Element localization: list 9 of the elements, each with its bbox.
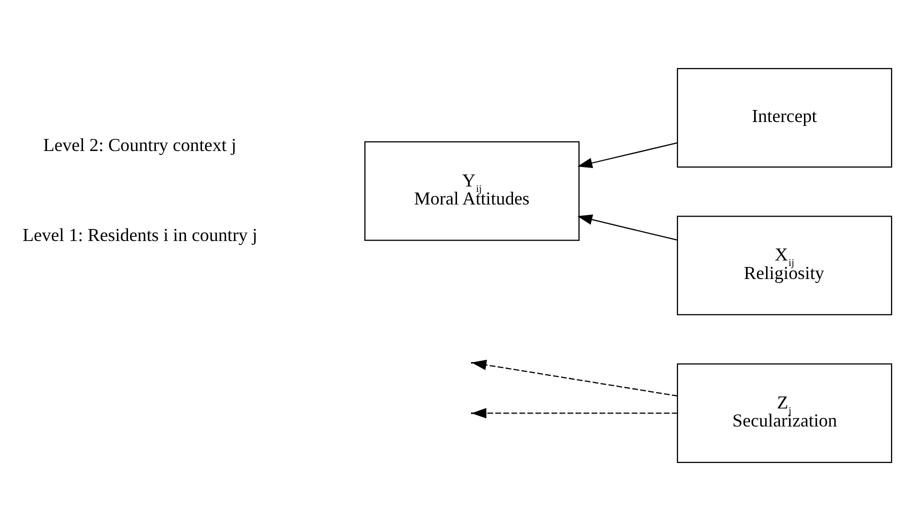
node-box: Intercept (676, 68, 892, 168)
label: Level 2: Country context j (43, 134, 236, 155)
arrow (471, 408, 678, 418)
arrow (577, 142, 678, 168)
node-box: Y$_{ij}$ Moral Attitudes (364, 141, 580, 241)
node-box: X$_{ij}$ Religiosity (676, 216, 892, 316)
label: Level 1: Residents i in country j (22, 225, 258, 246)
arrow (471, 360, 678, 397)
arrow (577, 214, 678, 241)
